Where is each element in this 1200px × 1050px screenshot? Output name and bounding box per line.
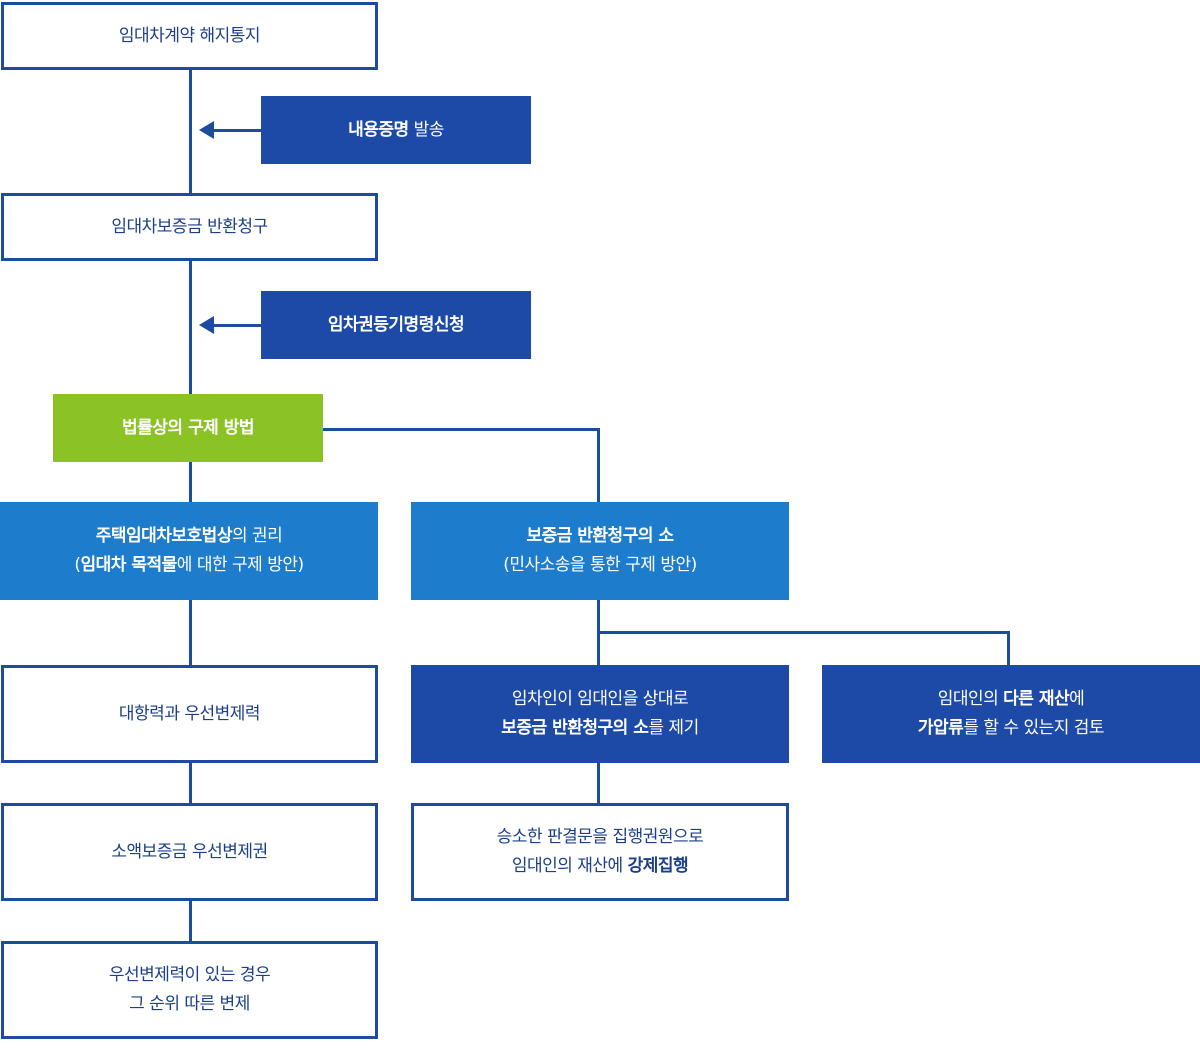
node-text: 소액보증금 우선변제권 — [111, 841, 268, 862]
connector-suit-branch-v — [1007, 631, 1010, 665]
node-housing-lease-rights: 주택임대차보호법상의 권리 (임대차 목적물에 대한 구제 방안) — [0, 502, 378, 600]
node-text: 임대인의 — [937, 689, 1004, 709]
node-priority-repayment: 우선변제력이 있는 경우 그 순위 따른 변제 — [1, 941, 378, 1039]
node-text-bold: 임차권등기명령신청 — [327, 314, 465, 335]
connector-certified-mail — [214, 129, 261, 132]
connector-small-to-priority — [189, 900, 192, 941]
connector-file-to-execution — [597, 762, 600, 803]
node-text-bold: 법률상의 구제 방법 — [122, 417, 254, 438]
node-text: 대항력과 우선변제력 — [118, 703, 261, 724]
node-small-deposit-priority: 소액보증금 우선변제권 — [1, 803, 378, 901]
node-provisional-seizure: 임대인의 다른 재산에 가압류를 할 수 있는지 검토 — [822, 665, 1200, 763]
connector-opposing-to-small — [189, 762, 192, 803]
connector-suit-branch-h — [597, 631, 1010, 634]
node-deposit-return-claim: 임대차보증금 반환청구 — [1, 193, 378, 261]
arrow-left-icon — [199, 316, 214, 334]
node-text-bold: 주택임대차보호법상 — [95, 526, 233, 546]
node-text: 임대차계약 해지통지 — [118, 25, 261, 46]
connector-main-1 — [189, 68, 192, 195]
node-opposing-power: 대항력과 우선변제력 — [1, 665, 378, 763]
arrow-left-icon — [199, 121, 214, 139]
node-text: 에 대한 구제 방안) — [176, 555, 304, 575]
node-compulsory-execution: 승소한 판결문을 집행권원으로 임대인의 재산에 강제집행 — [411, 803, 789, 901]
node-text: 를 할 수 있는지 검토 — [963, 718, 1105, 738]
node-text: ( — [74, 555, 81, 575]
node-text-bold: 내용증명 — [348, 119, 409, 140]
node-text: 를 제기 — [648, 718, 699, 738]
node-file-suit: 임차인이 임대인을 상대로 보증금 반환청구의 소를 제기 — [411, 665, 789, 763]
connector-lease-registration — [214, 324, 261, 327]
node-deposit-return-suit: 보증금 반환청구의 소 (민사소송을 통한 구제 방안) — [411, 502, 789, 600]
node-text: 발송 — [408, 119, 445, 140]
connector-legal-branch-v — [597, 428, 600, 502]
node-text: 임대인의 재산에 — [511, 856, 628, 876]
connector-main-2 — [189, 260, 192, 394]
connector-legal-branch-h — [322, 428, 600, 431]
connector-legal-to-housing — [189, 462, 192, 502]
node-text-bold: 보증금 반환청구의 소 — [501, 718, 649, 738]
node-text-bold: 가압류 — [917, 718, 964, 738]
node-text: 임차인이 임대인을 상대로 — [511, 689, 689, 709]
node-text: (민사소송을 통한 구제 방안) — [503, 555, 697, 575]
connector-housing-to-opposing — [189, 600, 192, 665]
node-text-bold: 보증금 반환청구의 소 — [526, 526, 674, 546]
node-text: 승소한 판결문을 집행권원으로 — [496, 827, 704, 847]
node-text: 그 순위 따른 변제 — [129, 994, 250, 1014]
node-lease-registration-order: 임차권등기명령신청 — [261, 291, 531, 359]
node-text-bold: 다른 재산 — [1003, 689, 1070, 709]
node-text: 에 — [1069, 689, 1085, 709]
node-text-bold: 강제집행 — [627, 856, 689, 876]
node-legal-remedies: 법률상의 구제 방법 — [53, 394, 323, 462]
node-termination-notice: 임대차계약 해지통지 — [1, 2, 378, 70]
node-certified-mail: 내용증명 발송 — [261, 96, 531, 164]
node-text: 임대차보증금 반환청구 — [111, 216, 268, 237]
node-text: 의 권리 — [231, 526, 283, 546]
node-text-bold: 임대차 목적물 — [80, 555, 178, 575]
node-text: 우선변제력이 있는 경우 — [108, 965, 271, 985]
